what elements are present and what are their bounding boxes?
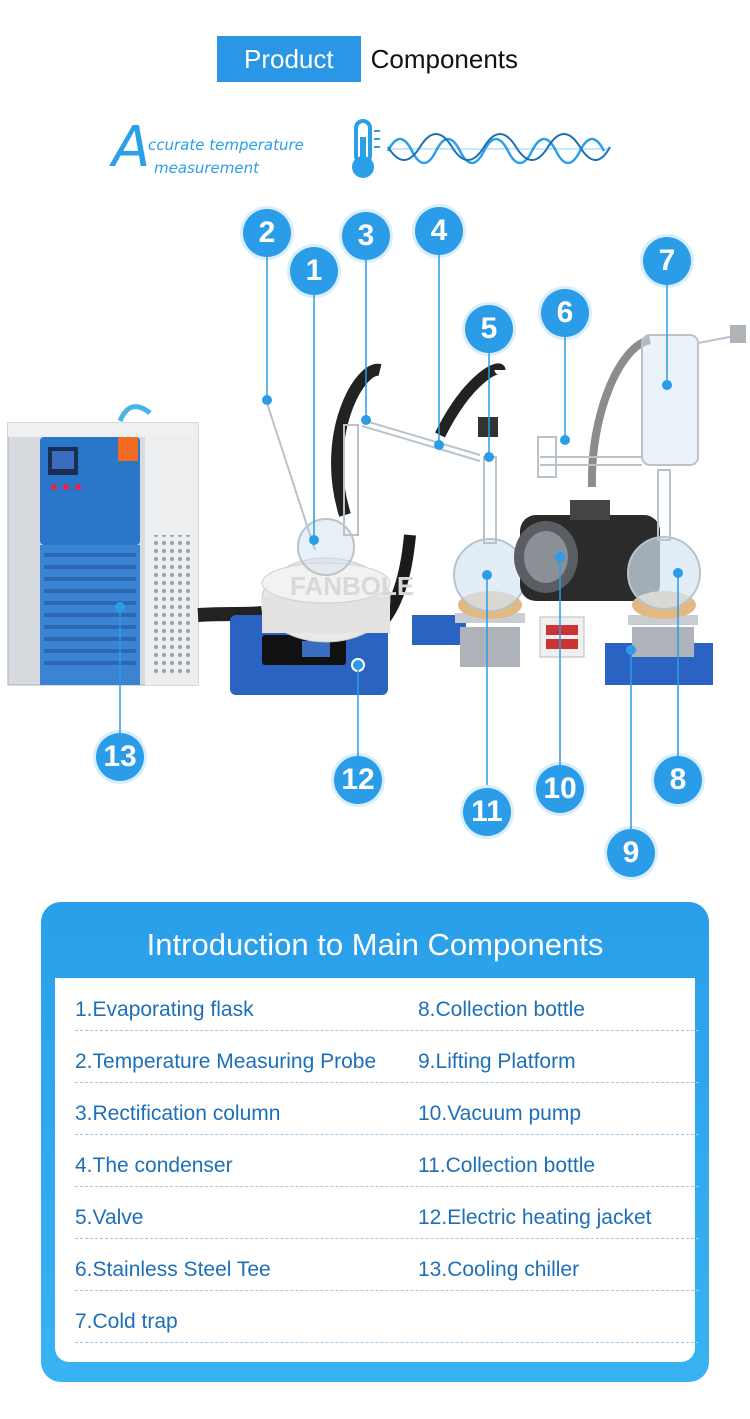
callout-13: 13 bbox=[96, 733, 144, 781]
callout-12: 12 bbox=[334, 756, 382, 804]
tagline-line1: ccurate temperature bbox=[148, 136, 304, 154]
callout-1: 1 bbox=[290, 247, 338, 295]
cooling-chiller bbox=[7, 404, 199, 686]
list-item: 6.Stainless Steel Tee 13.Cooling chiller bbox=[75, 1238, 699, 1291]
component-label: 12.Electric heating jacket bbox=[418, 1206, 652, 1229]
collection-bottle-left bbox=[412, 417, 527, 667]
component-label: 13.Cooling chiller bbox=[418, 1258, 580, 1281]
electric-heating-jacket: FANBOLE bbox=[230, 557, 414, 695]
intro-list: 1.Evaporating flask 8.Collection bottle … bbox=[55, 978, 699, 1362]
callout-4: 4 bbox=[415, 207, 463, 255]
page-header: Product Components bbox=[217, 36, 518, 82]
callout-6: 6 bbox=[541, 289, 589, 337]
equipment-scene: FANBOLE bbox=[7, 255, 746, 829]
list-item: 5.Valve 12.Electric heating jacket bbox=[75, 1186, 699, 1239]
component-label: 11.Collection bottle bbox=[418, 1154, 596, 1177]
watermark: FANBOLE bbox=[290, 571, 414, 601]
component-label: 9.Lifting Platform bbox=[418, 1050, 576, 1073]
callout-2: 2 bbox=[243, 209, 291, 257]
list-item: 4.The condenser 11.Collection bottle bbox=[75, 1134, 699, 1187]
callout-9: 9 bbox=[607, 829, 655, 877]
intro-panel: Introduction to Main Components 1.Evapor… bbox=[41, 902, 709, 1382]
callout-10: 10 bbox=[536, 765, 584, 813]
component-label: 8.Collection bottle bbox=[418, 998, 585, 1021]
component-label: 6.Stainless Steel Tee bbox=[75, 1258, 271, 1281]
list-item: 7.Cold trap bbox=[75, 1290, 699, 1343]
list-item: 3.Rectification column 10.Vacuum pump bbox=[75, 1082, 699, 1135]
component-label: 4.The condenser bbox=[75, 1154, 233, 1177]
temperature-wave-graphic bbox=[352, 119, 611, 178]
callout-5: 5 bbox=[465, 305, 513, 353]
component-label: 5.Valve bbox=[75, 1206, 144, 1229]
header-product: Product bbox=[217, 36, 361, 82]
callout-7: 7 bbox=[643, 237, 691, 285]
tagline-line2: measurement bbox=[154, 159, 259, 177]
tagline: A ccurate temperature measurement bbox=[112, 118, 327, 180]
callout-11: 11 bbox=[463, 788, 511, 836]
intro-title: Introduction to Main Components bbox=[146, 927, 604, 962]
cold-trap bbox=[537, 334, 741, 478]
list-item: 1.Evaporating flask 8.Collection bottle bbox=[75, 978, 699, 1031]
list-item: 2.Temperature Measuring Probe 9.Lifting … bbox=[75, 1030, 699, 1083]
collection-bottle-right bbox=[605, 469, 713, 685]
tagline-initial: A bbox=[112, 115, 151, 180]
component-label: 1.Evaporating flask bbox=[75, 998, 254, 1021]
component-label: 3.Rectification column bbox=[75, 1102, 281, 1125]
callout-3: 3 bbox=[342, 212, 390, 260]
component-label: 10.Vacuum pump bbox=[418, 1102, 582, 1125]
vacuum-pump bbox=[514, 500, 660, 601]
callout-8: 8 bbox=[654, 756, 702, 804]
thermometer-icon bbox=[352, 119, 380, 178]
component-label: 7.Cold trap bbox=[75, 1310, 178, 1333]
header-components: Components bbox=[370, 43, 519, 74]
component-label: 2.Temperature Measuring Probe bbox=[75, 1050, 377, 1073]
